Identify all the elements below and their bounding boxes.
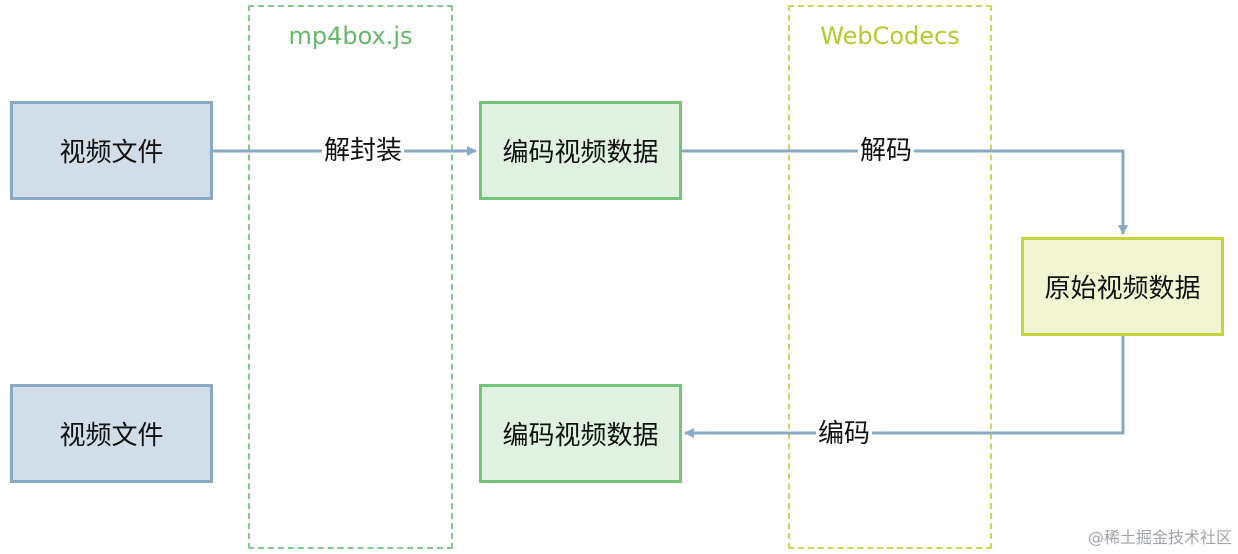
encode-connector (684, 336, 1125, 438)
video-file-node-top: 视频文件 (10, 101, 213, 200)
decode-connector (682, 149, 1128, 235)
video-file-node-bottom: 视频文件 (10, 384, 213, 483)
watermark: @稀土掘金技术社区 (1087, 528, 1232, 547)
demux-edge-label: 解封装 (322, 136, 405, 166)
encoded-video-node-top: 编码视频数据 (479, 101, 682, 200)
webcodecs-group-frame (788, 5, 992, 549)
encoded-video-node-bottom: 编码视频数据 (479, 384, 682, 483)
mp4box-group-frame (248, 5, 453, 549)
encode-edge-label: 编码 (816, 419, 873, 449)
webcodecs-group-title: WebCodecs (820, 22, 960, 50)
raw-video-node: 原始视频数据 (1021, 237, 1224, 336)
mp4box-group-title: mp4box.js (288, 22, 413, 50)
decode-edge-label: 解码 (858, 136, 915, 166)
